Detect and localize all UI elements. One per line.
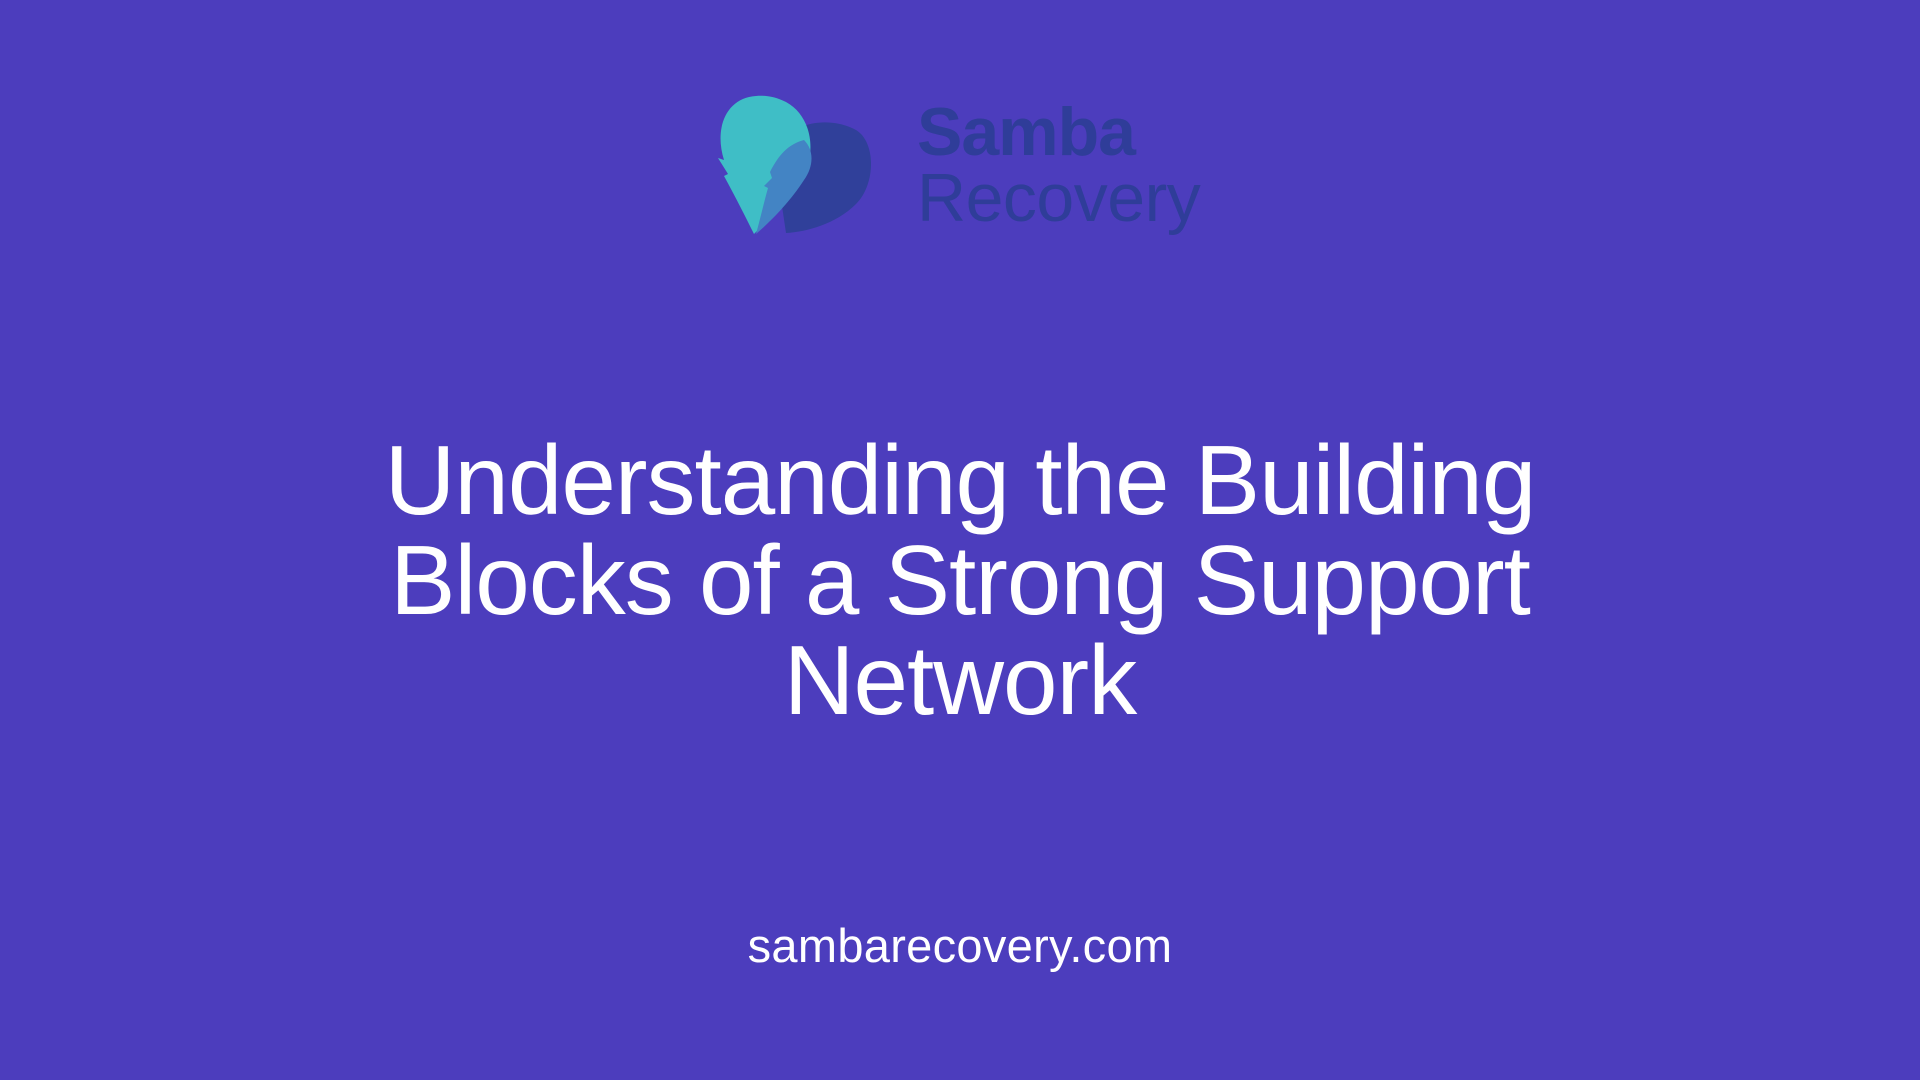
website-url: sambarecovery.com bbox=[747, 919, 1173, 972]
title-line-1: Understanding the Building bbox=[384, 425, 1537, 535]
brand-tagline: Recovery bbox=[917, 160, 1201, 236]
page-title: Understanding the Building Blocks of a S… bbox=[260, 430, 1660, 730]
feather-heart-icon bbox=[718, 95, 871, 234]
brand-name: Samba bbox=[917, 94, 1136, 170]
title-line-3: Network bbox=[783, 625, 1137, 735]
brand-logo: Samba Recovery bbox=[716, 92, 1216, 242]
title-line-2: Blocks of a Strong Support bbox=[390, 525, 1531, 635]
